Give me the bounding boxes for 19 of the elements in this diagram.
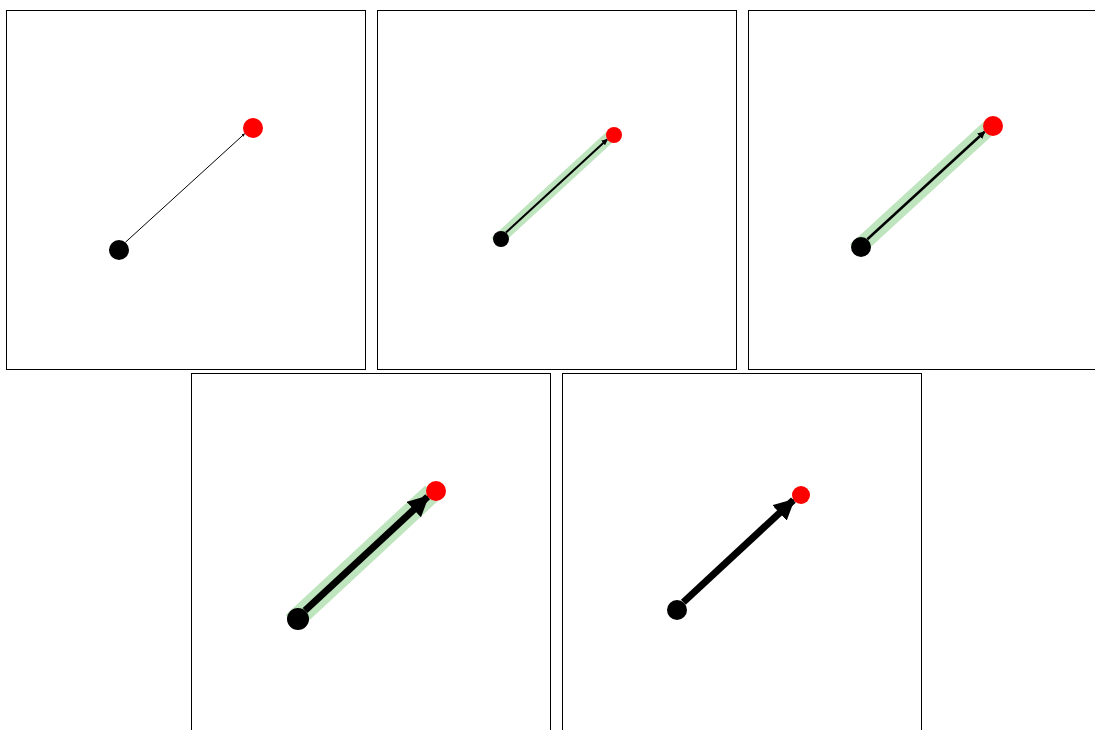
plot-panel	[562, 373, 922, 730]
dot-marker	[109, 240, 129, 260]
dot-marker	[851, 237, 871, 257]
arrow	[302, 494, 431, 614]
arrow	[680, 497, 796, 605]
dot-marker	[667, 600, 687, 620]
dot-marker	[983, 116, 1003, 136]
dot-marker	[287, 608, 309, 630]
arrow	[504, 138, 609, 234]
arrow	[124, 133, 246, 243]
dot-marker	[243, 118, 263, 138]
dot-marker	[493, 231, 509, 247]
dot-marker	[606, 127, 622, 143]
dot-marker	[792, 486, 810, 504]
dot-marker	[426, 481, 446, 501]
plot-panel	[748, 10, 1095, 370]
plot-panel	[191, 373, 551, 730]
plot-panel	[377, 10, 737, 370]
plot-panel	[6, 10, 366, 370]
